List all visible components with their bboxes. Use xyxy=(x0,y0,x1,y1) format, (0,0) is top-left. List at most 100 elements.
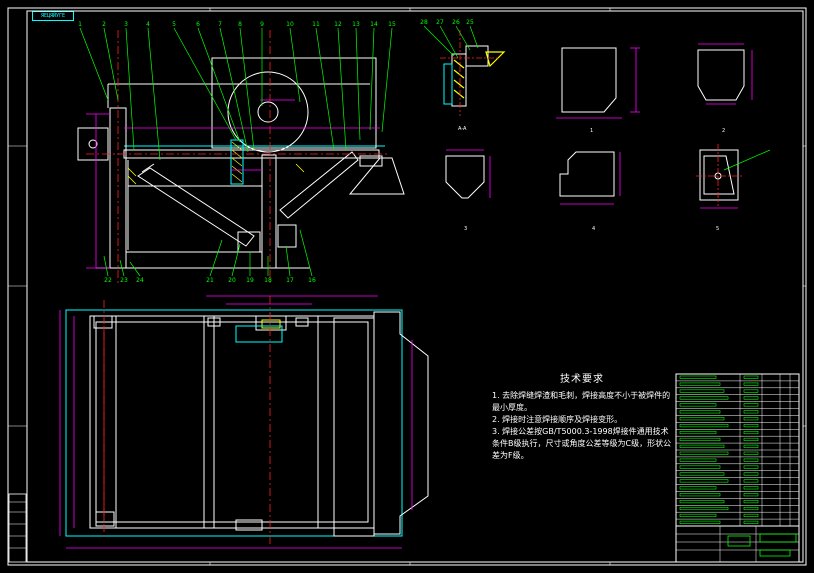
bom-cell-mark xyxy=(743,458,759,462)
bom-cell-mark xyxy=(679,444,725,448)
bom-cell-mark xyxy=(743,403,759,407)
balloon-row-bottom: 22 23 24 21 20 19 18 17 16 xyxy=(104,277,316,284)
balloon-top-9: 9 xyxy=(260,21,264,28)
front-view xyxy=(77,27,405,284)
bom-cell-mark xyxy=(679,486,717,490)
bom-cell-mark xyxy=(679,389,725,393)
bom-cell-mark xyxy=(679,513,717,517)
view-3-label: 3 xyxy=(464,226,467,232)
balloon-bottom-22: 22 xyxy=(104,277,112,284)
revision-strip xyxy=(8,493,27,563)
bom-cell-mark xyxy=(743,486,759,490)
bom-cell-mark xyxy=(743,472,759,476)
balloon-bottom-19: 19 xyxy=(246,277,254,284)
bom-cell-mark xyxy=(679,520,721,524)
bom-cell-mark xyxy=(679,437,721,441)
balloon-top-6: 6 xyxy=(196,21,200,28)
view-3-profile xyxy=(445,149,491,199)
bom-cell-mark xyxy=(743,375,759,379)
bom-cell-mark xyxy=(679,417,725,421)
bom-cell-mark xyxy=(743,479,759,483)
view-4-profile xyxy=(559,151,621,205)
balloon-top-14: 14 xyxy=(370,21,378,28)
bom-cell-mark xyxy=(743,465,759,469)
balloon-bottom-24: 24 xyxy=(136,277,144,284)
view-4-label: 4 xyxy=(592,226,595,232)
balloon-top-7: 7 xyxy=(218,21,222,28)
bom-cell-mark xyxy=(679,479,729,483)
bom-cell-mark xyxy=(743,417,759,421)
balloon-row-detail: 28 27 26 25 xyxy=(420,19,474,26)
technical-note-1: 1. 去除焊缝焊渣和毛刺，焊接高度不小于被焊件的最小厚度。 xyxy=(492,391,671,412)
section-aa-label: A-A xyxy=(458,126,467,132)
balloon-top-5: 5 xyxy=(172,21,176,28)
balloon-detail-28: 28 xyxy=(420,19,428,26)
view-1-label: 1 xyxy=(590,128,593,134)
balloon-top-3: 3 xyxy=(124,21,128,28)
bom-cell-mark xyxy=(743,389,759,393)
bom-cell-mark xyxy=(743,500,759,504)
view-5-profile xyxy=(696,144,771,209)
view-1-profile xyxy=(556,47,640,119)
bom-cell-mark xyxy=(679,382,721,386)
balloon-bottom-17: 17 xyxy=(286,277,294,284)
bom-cell-mark xyxy=(679,451,729,455)
plan-view xyxy=(59,295,429,549)
bom-cell-mark xyxy=(743,444,759,448)
balloon-top-15: 15 xyxy=(388,21,396,28)
balloon-top-10: 10 xyxy=(286,21,294,28)
balloon-detail-26: 26 xyxy=(452,19,460,26)
view-2-label: 2 xyxy=(722,128,725,134)
balloon-top-12: 12 xyxy=(334,21,342,28)
balloon-bottom-16: 16 xyxy=(308,277,316,284)
balloon-top-4: 4 xyxy=(146,21,150,28)
balloon-top-2: 2 xyxy=(102,21,106,28)
balloon-bottom-21: 21 xyxy=(206,277,214,284)
bom-cell-mark xyxy=(743,506,759,511)
inner-border xyxy=(26,10,804,563)
outer-border xyxy=(7,7,807,566)
bom-cell-mark xyxy=(743,493,759,497)
bom-cell-mark xyxy=(743,424,759,428)
balloon-detail-27: 27 xyxy=(436,19,444,26)
technical-requirements: 技术要求 1. 去除焊缝焊渣和毛刺，焊接高度不小于被焊件的最小厚度。 2. 焊接… xyxy=(492,374,672,462)
title-block xyxy=(675,525,800,563)
bom-cell-mark xyxy=(743,520,759,524)
technical-note-3: 3. 焊接公差按GB/T5000.3-1998焊接件通用技术条件B级执行，尺寸或… xyxy=(492,427,672,460)
bom-cell-mark xyxy=(679,500,725,504)
balloon-bottom-18: 18 xyxy=(264,277,272,284)
balloon-top-8: 8 xyxy=(238,21,242,28)
bom-cell-mark xyxy=(679,396,729,400)
balloon-top-13: 13 xyxy=(352,21,360,28)
bom-cell-mark xyxy=(679,430,717,435)
bom-cell-mark xyxy=(743,451,759,455)
balloon-detail-25: 25 xyxy=(466,19,474,26)
section-aa-detail xyxy=(423,25,506,116)
bom-cell-mark xyxy=(679,506,729,511)
balloon-bottom-20: 20 xyxy=(228,277,236,284)
bom-cell-mark xyxy=(743,410,759,414)
bom-cell-mark xyxy=(679,493,721,497)
view-2-profile xyxy=(697,43,753,105)
bom-cell-mark xyxy=(743,396,759,400)
bom-cell-mark xyxy=(743,382,759,386)
balloon-bottom-23: 23 xyxy=(120,277,128,284)
bom-cell-mark xyxy=(679,424,729,428)
technical-note-2: 2. 焊接时注意焊接顺序及焊接变形。 xyxy=(492,415,623,424)
bom-cell-mark xyxy=(679,472,725,476)
view-5-label: 5 xyxy=(716,226,719,232)
bom-cell-mark xyxy=(743,513,759,517)
bom-cell-mark xyxy=(679,375,717,379)
bom-cell-mark xyxy=(679,465,721,469)
bom-table xyxy=(675,373,800,527)
balloon-top-1: 1 xyxy=(78,21,82,28)
bom-cell-mark xyxy=(743,437,759,441)
technical-requirements-title: 技术要求 xyxy=(560,374,604,385)
bom-cell-mark xyxy=(679,458,717,462)
bom-cell-mark xyxy=(743,430,759,435)
balloon-top-11: 11 xyxy=(312,21,320,28)
bom-cell-mark xyxy=(679,410,721,414)
bom-cell-mark xyxy=(679,403,717,407)
